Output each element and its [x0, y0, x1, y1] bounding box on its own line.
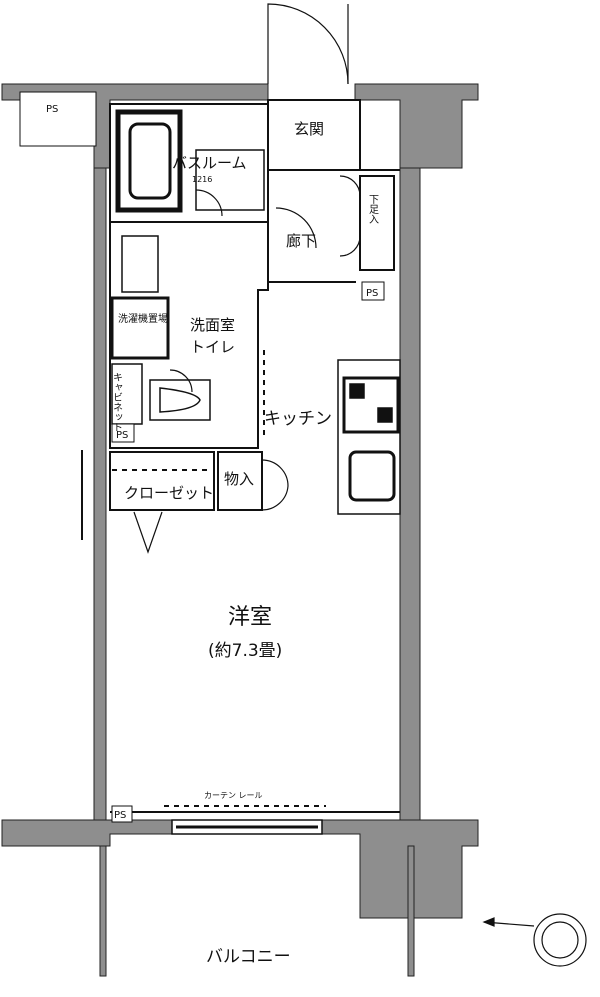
ps-label-top: PS: [46, 104, 58, 115]
room-label-western: 洋室: [228, 605, 272, 630]
corridor-walls: [267, 169, 400, 283]
room-label-balcony: バルコニー: [206, 947, 291, 967]
room-label-closet: クローゼット: [124, 484, 214, 502]
shoe-cabinet: [359, 175, 395, 271]
dashed-lines: [112, 350, 326, 807]
shoe-door: [339, 175, 361, 257]
entrance-door: [267, 3, 349, 85]
storage-door: [261, 459, 289, 511]
wall-bottom-right: [321, 819, 479, 919]
structural-walls: [1, 83, 479, 977]
room-label-washroom-2: トイレ: [190, 338, 235, 356]
curtain-rail-label: カーテン レール: [204, 791, 263, 800]
window-sash: [171, 819, 323, 835]
bath-door: [195, 189, 223, 217]
ps-label-washroom: PS: [116, 430, 128, 441]
closet-walls: [109, 451, 215, 511]
wall-right: [399, 167, 421, 821]
wall-bottom-left: [1, 819, 173, 847]
door-swings: [133, 3, 361, 554]
ps-boxes: [19, 91, 385, 823]
room-label-western-size: (約7.3畳): [208, 641, 282, 661]
sink: [348, 450, 396, 502]
room-label-bathroom: バスルーム: [172, 154, 247, 172]
wall-top-right: [354, 83, 479, 179]
room-label-washer: 洗濯機置場: [118, 312, 168, 325]
room-label-washroom-1: 洗面室: [190, 316, 235, 334]
room-label-bathroom-size: 1216: [192, 175, 212, 184]
room-label-corridor: 廊下: [286, 232, 316, 250]
balcony-rail-right: [407, 845, 415, 977]
corridor-door: [275, 207, 317, 249]
compass-icon: [482, 913, 587, 967]
kitchen-counter: [337, 359, 401, 515]
room-label-storage: 物入: [224, 470, 254, 488]
wash-door: [169, 369, 193, 393]
room-label-shoe-storage: 下足入: [367, 194, 379, 224]
balcony-rail-left: [99, 845, 107, 977]
stove: [342, 376, 400, 434]
closet-door-triangle: [133, 511, 163, 554]
toilet: [149, 379, 211, 421]
interior-walls: [109, 99, 400, 813]
wall-left: [93, 167, 107, 821]
ps-label-corridor: PS: [366, 288, 378, 299]
entrance-walls: [267, 99, 361, 171]
vanity: [121, 235, 159, 293]
room-label-kitchen: キッチン: [264, 409, 332, 429]
room-label-entrance: 玄関: [294, 120, 324, 138]
washroom-fixtures: [110, 235, 211, 425]
washer-space: [110, 296, 170, 360]
washroom-walls: [109, 222, 269, 449]
cabinet-label: キャビネット: [111, 372, 123, 432]
storage-walls: [217, 451, 263, 511]
kitchen-fixtures: [337, 359, 401, 515]
ps-label-western: PS: [114, 810, 126, 821]
